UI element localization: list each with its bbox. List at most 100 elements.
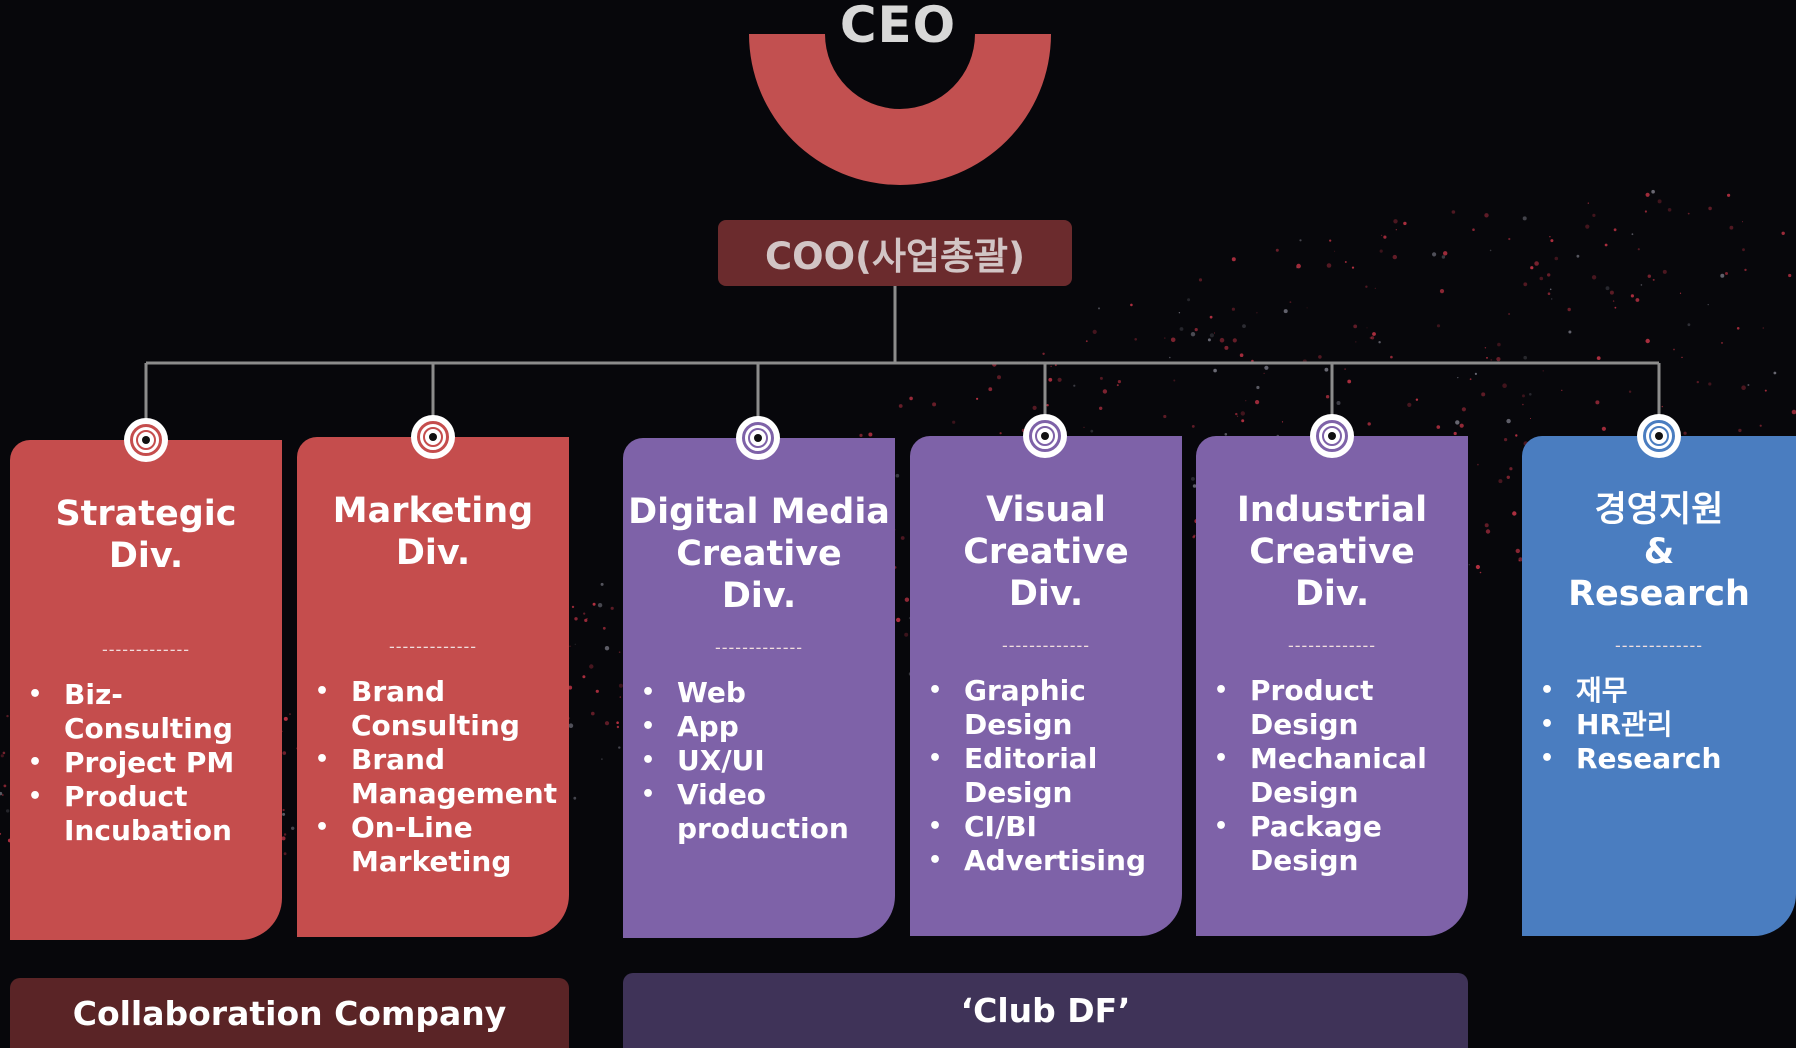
particle-dot [1661, 405, 1664, 408]
particle-dot [1232, 338, 1237, 343]
particle-dot [859, 433, 863, 437]
ceo-label: CEO [839, 0, 957, 54]
particle-dot [1549, 288, 1552, 291]
particle-dot [1729, 225, 1734, 230]
division-separator: ------------- [388, 637, 478, 656]
particle-dot [1605, 286, 1610, 291]
particle-dot [1439, 289, 1445, 294]
list-item: Project PM [28, 746, 234, 780]
particle-dot [1098, 307, 1100, 310]
particle-dot [896, 617, 901, 623]
particle-dot [1523, 355, 1527, 360]
particle-dot [1741, 385, 1746, 391]
particle-dot [1585, 224, 1590, 229]
particle-dot [1209, 315, 1213, 319]
particle-dot [1164, 337, 1166, 339]
particle-dot [289, 713, 291, 715]
particle-dot [1506, 475, 1511, 479]
particle-dot [1687, 212, 1690, 215]
footer-club-df: ‘Club DF’ [623, 973, 1468, 1048]
particle-dot [1213, 368, 1217, 373]
division-management-research: 경영지원 & Research ------------- 재무 HR관리 Re… [1522, 436, 1796, 936]
particle-dot [1198, 278, 1203, 282]
list-item: 재무 [1540, 674, 1721, 708]
particle-dot [1721, 342, 1723, 344]
particle-dot [1073, 384, 1076, 387]
list-item: Editorial Design [928, 742, 1146, 810]
particle-dot [1522, 403, 1524, 406]
particle-dot [1781, 231, 1785, 235]
particle-dot [1366, 327, 1368, 329]
particle-dot [283, 852, 287, 856]
particle-dot [1773, 371, 1777, 375]
particle-dot [997, 375, 1001, 380]
particle-dot [952, 420, 956, 424]
particle-dot [1235, 412, 1238, 416]
particle-dot [1050, 365, 1052, 367]
particle-dot [568, 723, 574, 728]
particle-dot [1329, 239, 1332, 242]
particle-dot [1601, 426, 1606, 431]
particle-dot [573, 796, 577, 800]
particle-dot [1263, 372, 1265, 374]
division-items: Biz- Consulting Project PM Product Incub… [28, 678, 234, 848]
particle-dot [1170, 337, 1176, 343]
particle-dot [571, 605, 575, 609]
target-icon [1023, 414, 1067, 458]
particle-dot [1436, 324, 1441, 328]
particle-dot [1374, 287, 1376, 289]
particle-dot [1657, 199, 1662, 204]
particle-dot [1296, 263, 1301, 269]
particle-dot [1046, 404, 1049, 407]
particle-dot [1530, 266, 1534, 270]
particle-dot [1289, 301, 1292, 303]
target-icon [411, 415, 455, 459]
particle-dot [1727, 193, 1731, 197]
particle-dot [1640, 284, 1643, 286]
particle-dot [1788, 273, 1792, 278]
particle-dot [1236, 415, 1239, 417]
particle-dot [1708, 206, 1712, 211]
particle-dot [604, 721, 610, 726]
particle-dot [574, 643, 576, 645]
division-title: Industrial Creative Div. [1236, 490, 1428, 614]
particle-dot [597, 603, 603, 608]
particle-dot [1637, 248, 1640, 251]
particle-dot [1336, 401, 1341, 405]
division-strategic: Strategic Div. ------------- Biz- Consul… [10, 440, 282, 940]
particle-dot [1042, 352, 1045, 355]
particle-dot [291, 826, 295, 830]
particle-dot [1708, 382, 1712, 386]
particle-dot [282, 812, 286, 816]
division-items: Web App UX/UI Video production [641, 676, 849, 846]
particle-dot [1085, 340, 1088, 343]
particle-dot [1443, 251, 1448, 256]
particle-dot [1380, 234, 1383, 237]
particle-dot [1372, 332, 1376, 336]
particle-dot [1481, 392, 1486, 397]
particle-dot [591, 711, 595, 716]
particle-dot [1459, 423, 1464, 428]
particle-dot [1057, 377, 1062, 382]
particle-dot [1325, 395, 1330, 399]
particle-dot [1707, 304, 1709, 306]
list-item: Package Design [1214, 810, 1427, 878]
particle-dot [1647, 274, 1652, 278]
target-icon [124, 418, 168, 462]
division-title: Visual Creative Div. [963, 490, 1129, 614]
particle-dot [976, 397, 979, 400]
particle-dot [1644, 210, 1647, 213]
division-items: Brand Consulting Brand Management On-Lin… [315, 675, 557, 879]
particle-dot [1628, 390, 1632, 393]
particle-dot [1187, 298, 1191, 302]
particle-dot [1530, 418, 1531, 419]
particle-dot [619, 696, 621, 698]
particle-dot [1461, 407, 1466, 412]
division-separator: ------------- [714, 638, 804, 657]
particle-dot [1512, 511, 1517, 516]
particle-dot [1522, 216, 1527, 221]
particle-dot [1742, 248, 1745, 252]
particle-dot [1117, 380, 1121, 384]
particle-dot [600, 582, 604, 586]
particle-dot [1720, 273, 1725, 278]
